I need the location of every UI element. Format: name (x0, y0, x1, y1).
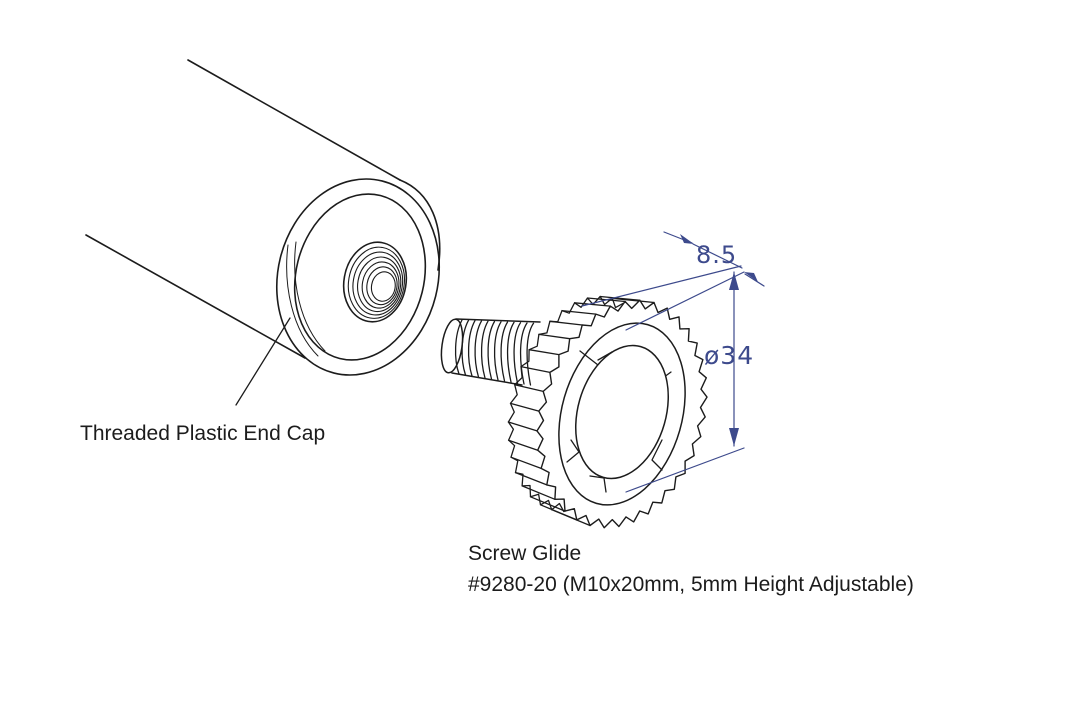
dimension-lines (581, 231, 765, 493)
hole-threads (347, 246, 406, 319)
dimension-arrows (680, 234, 758, 446)
width-dimension-label: 8.5 (696, 241, 738, 269)
end-cap-outer-rim (275, 178, 441, 376)
diameter-dimension-label: ø34 (704, 341, 755, 370)
threaded-hole (342, 241, 408, 323)
end-cap-inner-rim (293, 193, 427, 361)
threaded-stud (440, 318, 541, 386)
end-cap-label: Threaded Plastic End Cap (80, 422, 326, 445)
screw-glide-label: Screw Glide (468, 542, 582, 565)
screw-glide-spec: #9280-20 (M10x20mm, 5mm Height Adjustabl… (468, 573, 914, 596)
tube-with-end-cap (85, 59, 441, 406)
glide-center-pad (574, 344, 670, 480)
screw-glide (440, 295, 708, 529)
end-cap-leader (235, 317, 291, 406)
